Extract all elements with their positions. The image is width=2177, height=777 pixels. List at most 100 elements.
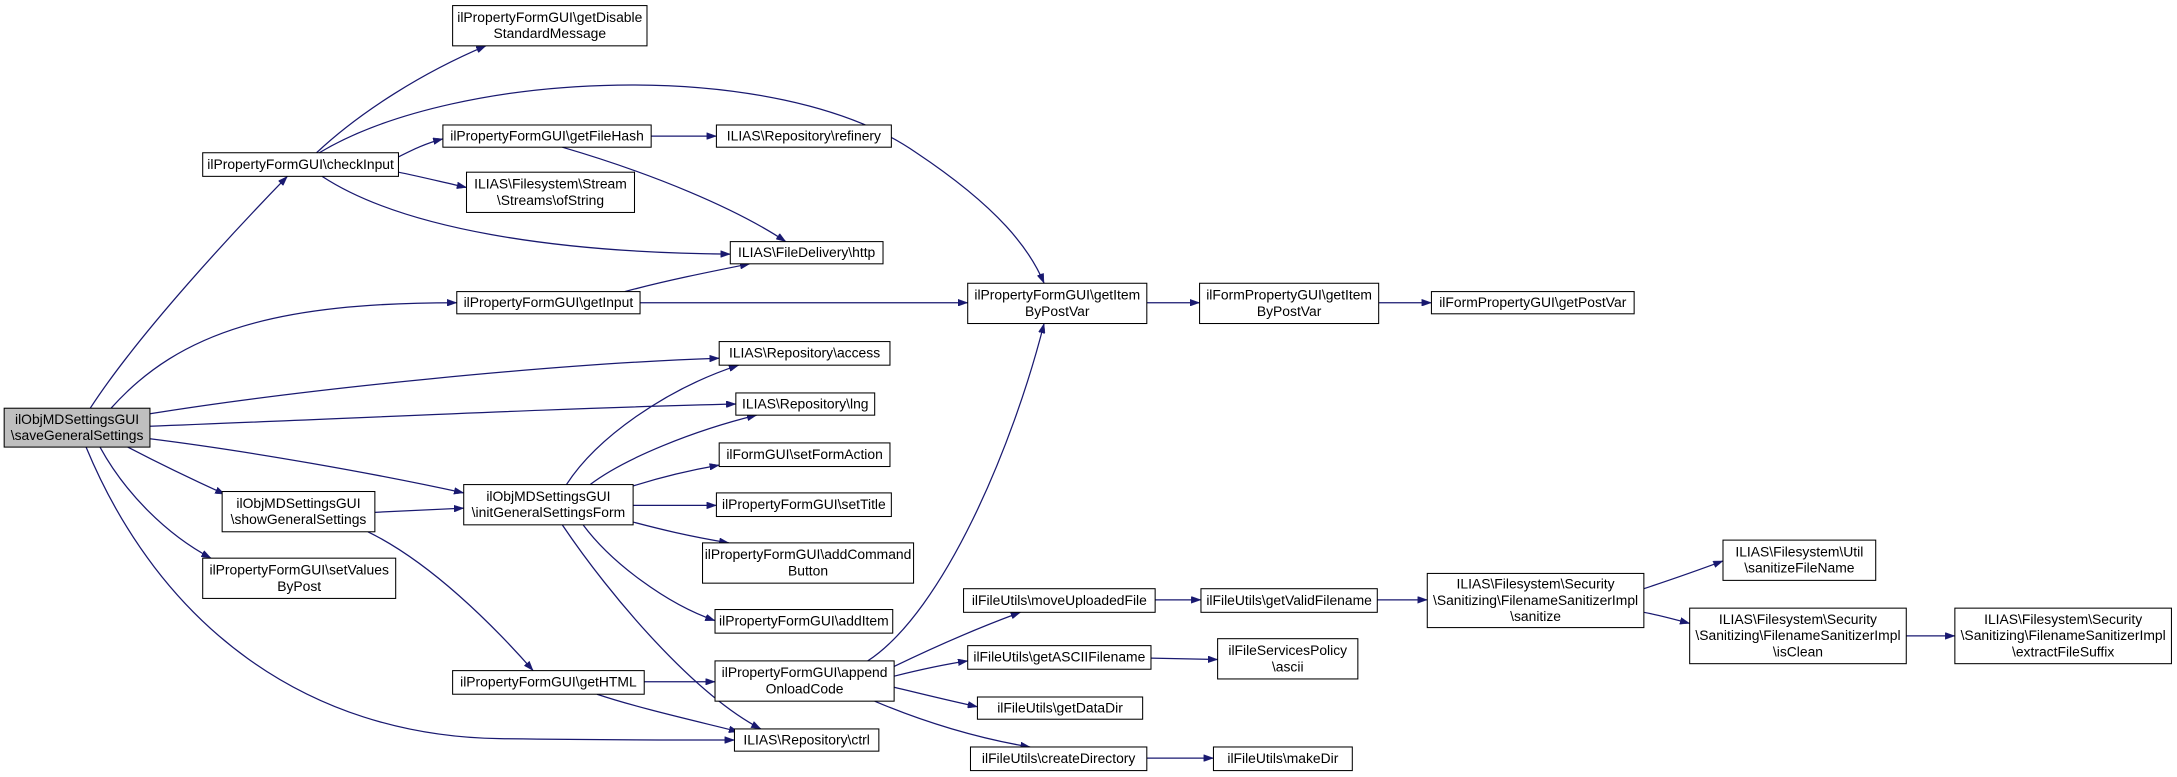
node-box-add-item[interactable] [714, 609, 894, 634]
node-label-sanitize-file-name-line-1[interactable]: ILIAS\Filesystem\Util [1735, 543, 1863, 559]
node-get-ascii-filename[interactable]: ilFileUtils\getASCIIFilename [967, 645, 1152, 670]
node-box-streams-of-string[interactable] [465, 171, 636, 213]
node-repository-ctrl[interactable]: ILIAS\Repository\ctrl [733, 728, 880, 752]
node-label-add-command-button-line-1[interactable]: ilPropertyFormGUI\addCommand [705, 546, 912, 562]
node-label-get-data-dir-line-1[interactable]: ilFileUtils\getDataDir [997, 699, 1123, 715]
node-box-form-get-item-by-post-var[interactable] [967, 282, 1148, 325]
node-init-general-settings-form[interactable]: ilObjMDSettingsGUI\initGeneralSettingsFo… [463, 484, 634, 526]
node-box-add-command-button[interactable] [702, 542, 915, 584]
node-label-get-ascii-filename-line-1[interactable]: ilFileUtils\getASCIIFilename [973, 649, 1145, 665]
node-label-extract-file-suffix-line-2[interactable]: \Sanitizing\FilenameSanitizerImpl [1961, 627, 2166, 643]
node-box-get-disable-standard-message[interactable] [452, 5, 648, 47]
node-box-make-dir[interactable] [1212, 746, 1353, 772]
node-file-services-policy-ascii[interactable]: ilFileServicesPolicy\ascii [1217, 638, 1359, 680]
node-label-show-general-settings-line-1[interactable]: ilObjMDSettingsGUI [236, 495, 360, 511]
node-label-append-onload-code-line-2[interactable]: OnloadCode [766, 681, 844, 697]
node-file-delivery-http[interactable]: ILIAS\FileDelivery\http [729, 241, 884, 265]
node-box-check-input[interactable] [202, 152, 399, 177]
node-sanitize[interactable]: ILIAS\Filesystem\Security\Sanitizing\Fil… [1426, 572, 1645, 629]
node-label-file-services-policy-ascii-line-2[interactable]: \ascii [1272, 658, 1304, 674]
node-label-init-general-settings-form-line-2[interactable]: \initGeneralSettingsForm [472, 504, 625, 520]
node-label-property-get-item-by-post-var-line-2[interactable]: ByPostVar [1257, 303, 1322, 319]
node-get-data-dir[interactable]: ilFileUtils\getDataDir [976, 696, 1144, 720]
node-box-set-values-by-post[interactable] [202, 557, 397, 599]
node-label-get-disable-standard-message-line-2[interactable]: StandardMessage [493, 25, 606, 41]
node-set-title[interactable]: ilPropertyFormGUI\setTitle [715, 492, 892, 518]
node-box-refinery[interactable] [715, 124, 892, 148]
node-box-set-form-action[interactable] [718, 442, 891, 468]
node-get-post-var[interactable]: ilFormPropertyGUI\getPostVar [1430, 291, 1635, 315]
node-label-set-values-by-post-line-2[interactable]: ByPost [277, 578, 321, 594]
node-box-get-input[interactable] [456, 291, 641, 315]
node-get-disable-standard-message[interactable]: ilPropertyFormGUI\getDisableStandardMess… [452, 5, 648, 47]
node-label-add-item-line-1[interactable]: ilPropertyFormGUI\addItem [719, 613, 889, 629]
node-box-repository-lng[interactable] [735, 392, 876, 416]
node-add-item[interactable]: ilPropertyFormGUI\addItem [714, 609, 894, 634]
node-label-sanitize-file-name-line-2[interactable]: \sanitizeFileName [1744, 560, 1855, 576]
node-box-get-html[interactable] [452, 670, 645, 695]
node-label-set-title-line-1[interactable]: ilPropertyFormGUI\setTitle [722, 496, 886, 512]
node-box-sanitize-file-name[interactable] [1722, 539, 1877, 581]
node-label-form-get-item-by-post-var-line-2[interactable]: ByPostVar [1025, 303, 1090, 319]
node-box-file-delivery-http[interactable] [729, 241, 884, 265]
node-get-html[interactable]: ilPropertyFormGUI\getHTML [452, 670, 645, 695]
node-label-refinery-line-1[interactable]: ILIAS\Repository\refinery [727, 127, 881, 143]
node-show-general-settings[interactable]: ilObjMDSettingsGUI\showGeneralSettings [221, 490, 376, 533]
node-box-create-directory[interactable] [969, 746, 1148, 772]
node-label-repository-ctrl-line-1[interactable]: ILIAS\Repository\ctrl [743, 731, 869, 747]
node-extract-file-suffix[interactable]: ILIAS\Filesystem\Security\Sanitizing\Fil… [1954, 607, 2172, 665]
node-box-get-ascii-filename[interactable] [967, 645, 1152, 670]
node-label-show-general-settings-line-2[interactable]: \showGeneralSettings [231, 511, 367, 527]
node-label-form-get-item-by-post-var-line-1[interactable]: ilPropertyFormGUI\getItem [974, 287, 1140, 303]
node-label-move-uploaded-file-line-1[interactable]: ilFileUtils\moveUploadedFile [972, 592, 1147, 608]
node-is-clean[interactable]: ILIAS\Filesystem\Security\Sanitizing\Fil… [1689, 607, 1907, 665]
node-refinery[interactable]: ILIAS\Repository\refinery [715, 124, 892, 148]
node-box-extract-file-suffix[interactable] [1954, 607, 2172, 665]
node-box-append-onload-code[interactable] [714, 660, 895, 702]
node-label-extract-file-suffix-line-3[interactable]: \extractFileSuffix [2012, 644, 2114, 660]
node-check-input[interactable]: ilPropertyFormGUI\checkInput [202, 152, 399, 177]
node-label-get-input-line-1[interactable]: ilPropertyFormGUI\getInput [464, 294, 634, 310]
node-repository-access[interactable]: ILIAS\Repository\access [718, 341, 891, 366]
node-label-get-html-line-1[interactable]: ilPropertyFormGUI\getHTML [460, 674, 637, 690]
node-box-get-post-var[interactable] [1430, 291, 1635, 315]
node-label-add-command-button-line-2[interactable]: Button [788, 563, 828, 579]
node-label-get-valid-filename-line-1[interactable]: ilFileUtils\getValidFilename [1206, 592, 1372, 608]
node-label-append-onload-code-line-1[interactable]: ilPropertyFormGUI\append [722, 664, 888, 680]
node-label-repository-lng-line-1[interactable]: ILIAS\Repository\lng [742, 395, 868, 411]
node-box-repository-access[interactable] [718, 341, 891, 366]
node-repository-lng[interactable]: ILIAS\Repository\lng [735, 392, 876, 416]
node-set-form-action[interactable]: ilFormGUI\setFormAction [718, 442, 891, 468]
node-label-sanitize-line-2[interactable]: \Sanitizing\FilenameSanitizerImpl [1433, 592, 1638, 608]
node-label-sanitize-line-3[interactable]: \sanitize [1510, 608, 1561, 624]
node-label-make-dir-line-1[interactable]: ilFileUtils\makeDir [1227, 750, 1338, 766]
node-label-is-clean-line-2[interactable]: \Sanitizing\FilenameSanitizerImpl [1695, 627, 1900, 643]
node-box-get-valid-filename[interactable] [1200, 588, 1378, 613]
node-get-file-hash[interactable]: ilPropertyFormGUI\getFileHash [442, 124, 652, 148]
node-box-get-data-dir[interactable] [976, 696, 1144, 720]
node-label-is-clean-line-3[interactable]: \isClean [1773, 644, 1823, 660]
node-box-repository-ctrl[interactable] [733, 728, 880, 752]
node-label-get-disable-standard-message-line-1[interactable]: ilPropertyFormGUI\getDisable [457, 9, 642, 25]
node-label-sanitize-line-1[interactable]: ILIAS\Filesystem\Security [1457, 575, 1615, 591]
node-label-get-file-hash-line-1[interactable]: ilPropertyFormGUI\getFileHash [450, 127, 644, 143]
node-label-set-values-by-post-line-1[interactable]: ilPropertyFormGUI\setValues [209, 561, 388, 577]
node-move-uploaded-file[interactable]: ilFileUtils\moveUploadedFile [963, 588, 1156, 613]
node-label-create-directory-line-1[interactable]: ilFileUtils\createDirectory [982, 750, 1135, 766]
node-streams-of-string[interactable]: ILIAS\Filesystem\Stream\Streams\ofString [465, 171, 636, 213]
node-label-file-services-policy-ascii-line-1[interactable]: ilFileServicesPolicy [1228, 642, 1347, 658]
node-label-init-general-settings-form-line-1[interactable]: ilObjMDSettingsGUI [486, 488, 610, 504]
node-sanitize-file-name[interactable]: ILIAS\Filesystem\Util\sanitizeFileName [1722, 539, 1877, 581]
node-get-valid-filename[interactable]: ilFileUtils\getValidFilename [1200, 588, 1378, 613]
node-make-dir[interactable]: ilFileUtils\makeDir [1212, 746, 1353, 772]
node-label-streams-of-string-line-2[interactable]: \Streams\ofString [497, 192, 604, 208]
node-box-move-uploaded-file[interactable] [963, 588, 1156, 613]
node-box-is-clean[interactable] [1689, 607, 1907, 665]
node-create-directory[interactable]: ilFileUtils\createDirectory [969, 746, 1148, 772]
node-label-get-post-var-line-1[interactable]: ilFormPropertyGUI\getPostVar [1439, 294, 1626, 310]
node-box-set-title[interactable] [715, 492, 892, 518]
